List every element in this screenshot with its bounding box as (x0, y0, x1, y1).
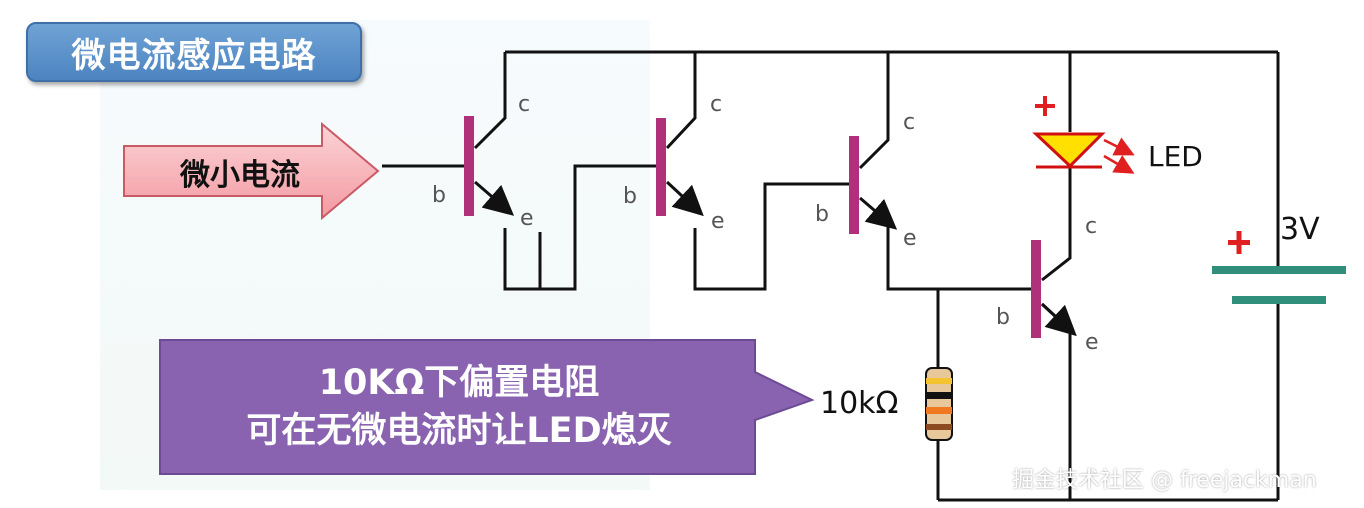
t4-emitter-arrow (1040, 302, 1077, 337)
input-arrow (123, 121, 380, 221)
resistor-band-3 (926, 407, 952, 414)
t2-emitter-arrow (665, 180, 704, 217)
battery-voltage-label: 3V (1280, 212, 1320, 247)
led-symbol (1032, 132, 1135, 174)
t1-base-label: b (432, 183, 446, 208)
plus-signs (1035, 96, 1250, 254)
t4-base-label: b (996, 305, 1010, 330)
led-plus-v (1043, 96, 1047, 116)
battery-plus-v (1236, 231, 1242, 254)
callout-box (159, 339, 815, 475)
resistor-symbol (925, 367, 953, 441)
t3-to-t4-base (886, 222, 1034, 291)
transistor-1-bar (464, 116, 474, 216)
resistor-value-label: 10kΩ (820, 386, 899, 421)
led-ray-1 (1103, 137, 1135, 156)
transistor-4-bar (1031, 240, 1041, 338)
watermark: 掘金技术社区 @ freejackman (1012, 468, 1317, 493)
battery-symbol (1212, 266, 1346, 304)
t4-collector-wire (1041, 168, 1072, 282)
t3-base-label: b (815, 202, 829, 227)
t3-collector-label: c (903, 110, 916, 135)
t1-to-t2-base (505, 164, 656, 291)
transistor-bars (464, 116, 1041, 338)
transistor-2-bar (656, 118, 666, 216)
t1-emitter-arrow (474, 180, 515, 216)
t3-emitter-arrow (859, 196, 898, 230)
led-ray-2 (1103, 154, 1135, 174)
emitter-arrows (474, 180, 1077, 337)
t1-emitter-loop (503, 228, 542, 291)
page-title: 微电流感应电路 (26, 22, 362, 82)
t4-emitter-label: e (1085, 330, 1099, 355)
t2-collector-label: c (710, 92, 723, 117)
t4-collector-label: c (1085, 214, 1098, 239)
t2-to-t3-base (693, 182, 852, 291)
t3-collector-wire (858, 52, 890, 170)
battery-short-plate (1232, 296, 1326, 304)
t2-emitter-label: e (711, 209, 725, 234)
t1-collector-label: c (518, 92, 531, 117)
callout-line-2: 可在无微电流时让LED熄灭 (246, 411, 672, 451)
battery-long-plate (1212, 266, 1346, 274)
transistor-3-bar (849, 136, 859, 234)
resistor-body (925, 367, 953, 441)
input-arrow-label: 微小电流 (180, 158, 300, 193)
callout-text: 10KΩ下偏置电阻 可在无微电流时让LED熄灭 (160, 342, 758, 472)
t1-collector-wire (473, 52, 507, 150)
t3-emitter-label: e (903, 226, 917, 251)
resistor-band-1 (926, 378, 952, 384)
resistor-band-4 (926, 424, 952, 430)
t2-base-label: b (623, 184, 637, 209)
resistor-band-2 (926, 392, 952, 399)
led-triangle (1032, 132, 1106, 169)
t1-emitter-label: e (520, 206, 534, 231)
led-label: LED (1148, 140, 1203, 173)
t2-collector-wire (665, 52, 697, 150)
callout-line-1: 10KΩ下偏置电阻 (318, 363, 600, 403)
